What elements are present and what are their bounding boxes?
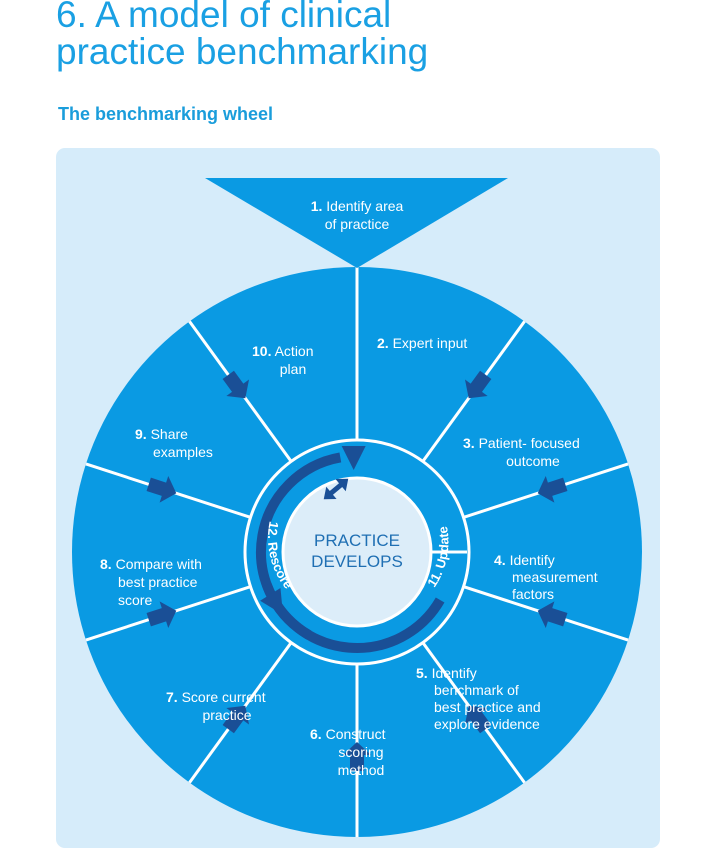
double-arrow: [323, 478, 349, 500]
flow-arrow: [537, 475, 568, 503]
center-label-line-2: DEVELOPS: [311, 552, 403, 571]
title-line-1: 6. A model of clinical: [56, 0, 392, 35]
page-title: 6. A model of clinical practice benchmar…: [56, 0, 428, 70]
wheel-segment: [357, 463, 642, 641]
center-label-line-1: PRACTICE: [314, 531, 400, 550]
flow-arrow: [464, 370, 492, 399]
top-step-triangle: [205, 178, 508, 268]
section-subtitle: The benchmarking wheel: [58, 104, 274, 124]
cycle-arrowhead-top: [341, 446, 366, 471]
title-line-2: practice benchmarking: [56, 31, 429, 72]
flow-arrow: [146, 475, 177, 503]
flow-arrow: [222, 370, 250, 399]
flow-arrow: [343, 742, 371, 771]
flow-arrow: [464, 705, 492, 734]
cycle-arrowhead-bottom: [260, 588, 284, 615]
step-label-2: 2. Expert input: [377, 335, 467, 351]
flow-arrow: [222, 705, 250, 734]
flow-arrow: [537, 601, 568, 629]
flow-arrow: [146, 601, 177, 629]
wheel-segment: [72, 463, 357, 641]
